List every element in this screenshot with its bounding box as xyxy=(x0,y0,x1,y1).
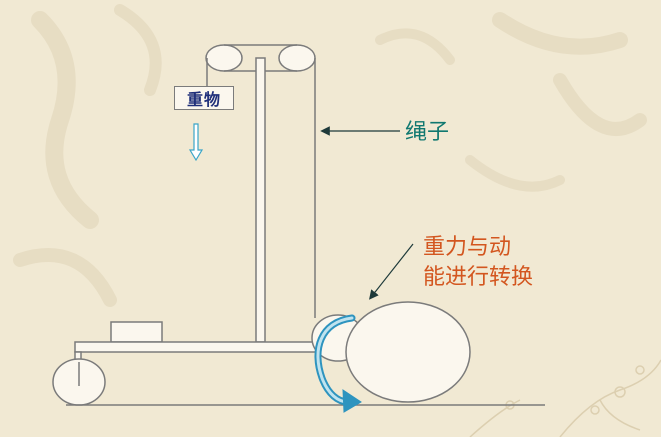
blossom-branch-decoration xyxy=(469,359,661,437)
weight-label: 重物 xyxy=(186,90,221,109)
base-block xyxy=(110,321,163,343)
conversion-label: 重力与动 能进行转换 xyxy=(423,233,533,293)
weight-down-arrow xyxy=(188,123,204,162)
rope-label: 绳子 xyxy=(405,120,450,145)
conversion-label-line2: 能进行转换 xyxy=(423,265,534,290)
mast xyxy=(255,57,266,343)
rotation-arrow xyxy=(314,314,362,413)
base-bar xyxy=(74,341,331,353)
pulley-right xyxy=(278,44,316,72)
pulley-left xyxy=(205,44,243,72)
conversion-label-line1: 重力与动 xyxy=(423,235,512,260)
large-wheel xyxy=(345,301,471,403)
weight-box: 重物 xyxy=(174,86,234,110)
conversion-label-arrow xyxy=(369,243,414,300)
